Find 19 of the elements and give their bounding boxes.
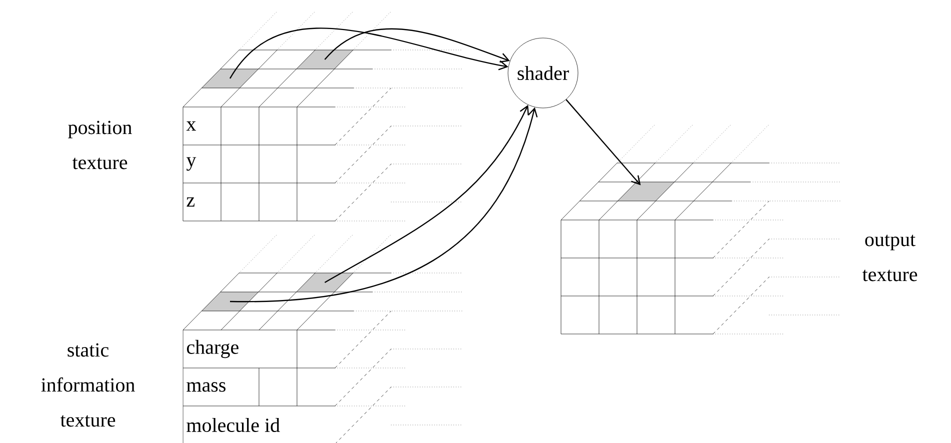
shaded-cell [618,182,674,201]
texture-label: static information texture [41,343,135,427]
cell-text: charge [186,340,238,358]
cell-text: y [186,157,196,171]
shaded-cell [202,292,258,311]
cell-text: x [186,121,196,131]
arrow [324,28,510,63]
shaded-cell [296,50,354,69]
shaded-cell [296,272,354,292]
arrow [566,99,641,186]
cell-text: mass [186,382,226,392]
cell-text: molecule id [186,418,280,432]
shaded-cell [202,69,258,88]
texture-label: position texture [68,120,132,170]
arrow [230,107,538,302]
arrow [324,104,529,283]
arrow [230,28,508,79]
cell-text: z [186,197,195,207]
texture-label: output texture [862,234,918,282]
